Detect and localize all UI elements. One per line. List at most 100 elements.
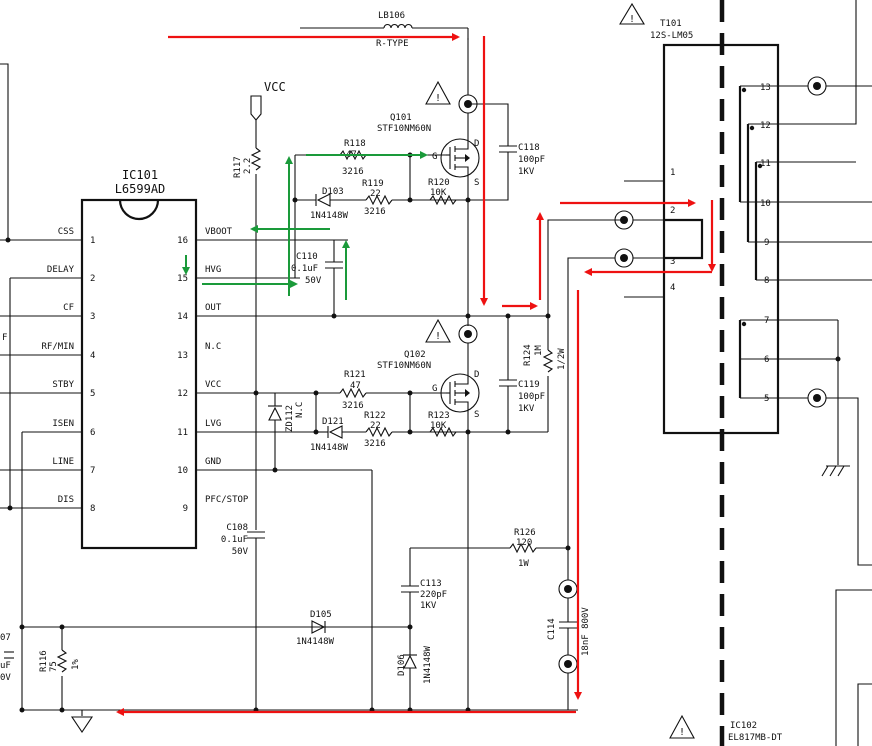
ic101-pin16-num: 16 bbox=[177, 236, 188, 246]
ic101-pin9-name: PFC/STOP bbox=[205, 495, 249, 505]
ic101-pin4-num: 4 bbox=[90, 351, 95, 361]
r124: R124 1M 1/2W bbox=[523, 316, 567, 432]
ic101-ref: IC101 bbox=[122, 168, 158, 182]
t101-pin2: 2 bbox=[670, 206, 675, 216]
secondary-wiring bbox=[778, 0, 872, 746]
t101-pin5: 5 bbox=[764, 394, 769, 404]
ic101-pin13-num: 13 bbox=[177, 351, 188, 361]
r121-ref: R121 bbox=[344, 370, 366, 380]
c119-ref: C119 bbox=[518, 380, 540, 390]
ic101-pin6-num: 6 bbox=[90, 428, 95, 438]
ic101-pin1-num: 1 bbox=[90, 236, 95, 246]
r121-value: 47 bbox=[350, 381, 361, 391]
ic101-pin11-num: 11 bbox=[177, 428, 188, 438]
warning-icon bbox=[669, 714, 695, 739]
c119-value: 100pF bbox=[518, 392, 545, 402]
ic101-pin8-name: DIS bbox=[58, 495, 74, 505]
q101-source-label: S bbox=[474, 178, 479, 188]
c110-ref: C110 bbox=[296, 252, 318, 262]
r126-rating: 1W bbox=[518, 559, 529, 569]
r116-rating: 1% bbox=[71, 659, 81, 670]
r126-value: 120 bbox=[516, 538, 532, 548]
c114-value: 18nF 800V bbox=[581, 607, 591, 656]
r120-ref: R120 bbox=[428, 178, 450, 188]
ic101-pin15-name: HVG bbox=[205, 265, 221, 275]
ic101-pin12-name: VCC bbox=[205, 380, 221, 390]
ic101-pin16-name: VBOOT bbox=[205, 227, 233, 237]
ic101: IC101 L6599AD CSS DELAY CF RF/MIN STBY I… bbox=[0, 168, 468, 550]
snubber-network: R126 120 1W C113 220pF 1KV D106 1N4148W … bbox=[296, 470, 571, 713]
ic101-left-pins: CSS DELAY CF RF/MIN STBY ISEN LINE DIS 1… bbox=[0, 227, 95, 514]
ic101-pin8-num: 8 bbox=[90, 504, 95, 514]
svg-text:!: ! bbox=[679, 727, 685, 738]
r120-value: 10K bbox=[430, 188, 447, 198]
cf-partial-label: F bbox=[2, 333, 7, 343]
c118-value: 100pF bbox=[518, 155, 545, 165]
ic101-pin1-name: CSS bbox=[58, 227, 74, 237]
ic101-pin12-num: 12 bbox=[177, 389, 188, 399]
t101-pin4: 4 bbox=[670, 283, 675, 293]
low-side-driver: R121 47 3216 D121 1N4148W R122 22 3216 R… bbox=[310, 370, 468, 453]
q101-gate-label: G bbox=[432, 152, 437, 162]
d121-part: 1N4148W bbox=[310, 443, 349, 453]
t101-pin7: 7 bbox=[764, 316, 769, 326]
zd112-ref: ZD112 bbox=[285, 405, 295, 432]
ic101-pin6-name: ISEN bbox=[52, 419, 74, 429]
r123-ref: R123 bbox=[428, 411, 450, 421]
current-flow-arrows bbox=[116, 33, 716, 716]
ic101-pin9-num: 9 bbox=[183, 504, 188, 514]
t101-pin6: 6 bbox=[764, 355, 769, 365]
ic101-pin5-num: 5 bbox=[90, 389, 95, 399]
c113-ref: C113 bbox=[420, 579, 442, 589]
t101-ref: T101 bbox=[660, 19, 682, 29]
d103-part: 1N4148W bbox=[310, 211, 349, 221]
ic101-pin7-num: 7 bbox=[90, 466, 95, 476]
warning-icon bbox=[425, 318, 451, 343]
q102-ref: Q102 bbox=[404, 350, 426, 360]
q101-ref: Q101 bbox=[390, 113, 412, 123]
c113-rating: 1KV bbox=[420, 601, 437, 611]
q101: G D S Q101 STF10NM60N bbox=[377, 113, 480, 200]
c119: C119 100pF 1KV bbox=[499, 316, 545, 435]
t101: T101 12S-LM05 ! 1 2 3 4 13 12 11 10 bbox=[619, 0, 780, 746]
warning-icon bbox=[425, 80, 451, 105]
r119-pkg: 3216 bbox=[364, 207, 386, 217]
ic101-pin13-name: N.C bbox=[205, 342, 221, 352]
q102: G D S Q102 STF10NM60N bbox=[377, 350, 480, 432]
c108-value: 0.1uF bbox=[221, 535, 248, 545]
ic102-ref: IC102 bbox=[730, 721, 757, 731]
gate-drive-arrows bbox=[182, 151, 428, 300]
t101-pin9: 9 bbox=[764, 238, 769, 248]
c118-ref: C118 bbox=[518, 143, 540, 153]
ic101-part: L6599AD bbox=[115, 182, 166, 196]
ground-symbol-left bbox=[70, 716, 94, 733]
t101-pin8: 8 bbox=[764, 276, 769, 286]
r126-ref: R126 bbox=[514, 528, 536, 538]
c113-value: 220pF bbox=[420, 590, 447, 600]
r124-rating: 1/2W bbox=[557, 348, 567, 370]
t101-pin11: 11 bbox=[760, 159, 771, 169]
r117-value: 2.2 bbox=[243, 158, 253, 174]
ic101-pin10-num: 10 bbox=[177, 466, 188, 476]
r116-value: 75 bbox=[49, 661, 59, 672]
d106-ref: D106 bbox=[397, 654, 407, 676]
t101-pin10: 10 bbox=[760, 199, 771, 209]
d121-ref: D121 bbox=[322, 417, 344, 427]
left-wiring: F R116 75 1% 07 uF 0V bbox=[0, 63, 578, 733]
r118-ref: R118 bbox=[344, 139, 366, 149]
d105-part: 1N4148W bbox=[296, 637, 335, 647]
ic101-pin15-num: 15 bbox=[177, 274, 188, 284]
lb106-ref: LB106 bbox=[378, 11, 405, 21]
ic101-pin2-num: 2 bbox=[90, 274, 95, 284]
c114: C114 18nF 800V bbox=[547, 548, 591, 710]
ic101-pin10-name: GND bbox=[205, 457, 221, 467]
r124-ref: R124 bbox=[523, 344, 533, 366]
ic102-part: EL817MB-DT bbox=[728, 733, 783, 743]
t101-pin12: 12 bbox=[760, 121, 771, 131]
vcc-label: VCC bbox=[264, 80, 286, 94]
ic101-pin14-num: 14 bbox=[177, 312, 188, 322]
c118-rating: 1KV bbox=[518, 167, 535, 177]
ic102: ! IC102 EL817MB-DT bbox=[669, 714, 783, 743]
svg-text:!: ! bbox=[435, 93, 441, 104]
vcc-branch: VCC R117 2.2 C108 0.1uF 50V ZD112 N.C bbox=[221, 80, 305, 713]
